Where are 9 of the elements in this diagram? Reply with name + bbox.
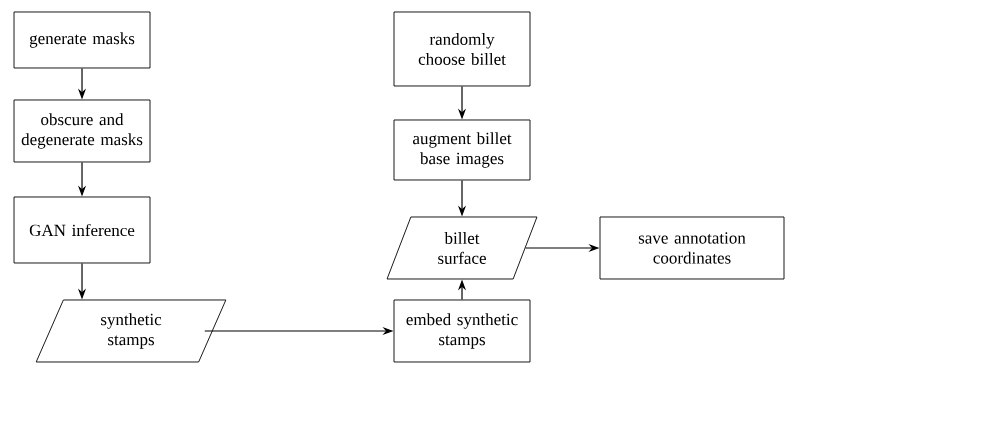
process-box: generate masks — [13, 11, 151, 69]
process-box: embed synthetic stamps — [393, 299, 531, 363]
process-box: obscure and degenerate masks — [13, 99, 151, 163]
process-box: augment billet base images — [393, 119, 531, 181]
data-parallelogram: billet surface — [386, 216, 538, 280]
data-parallelogram: synthetic stamps — [35, 299, 227, 363]
process-box: save annotation coordinates — [599, 216, 785, 280]
process-box: randomly choose billet — [393, 11, 531, 87]
process-box: GAN inference — [13, 196, 151, 264]
